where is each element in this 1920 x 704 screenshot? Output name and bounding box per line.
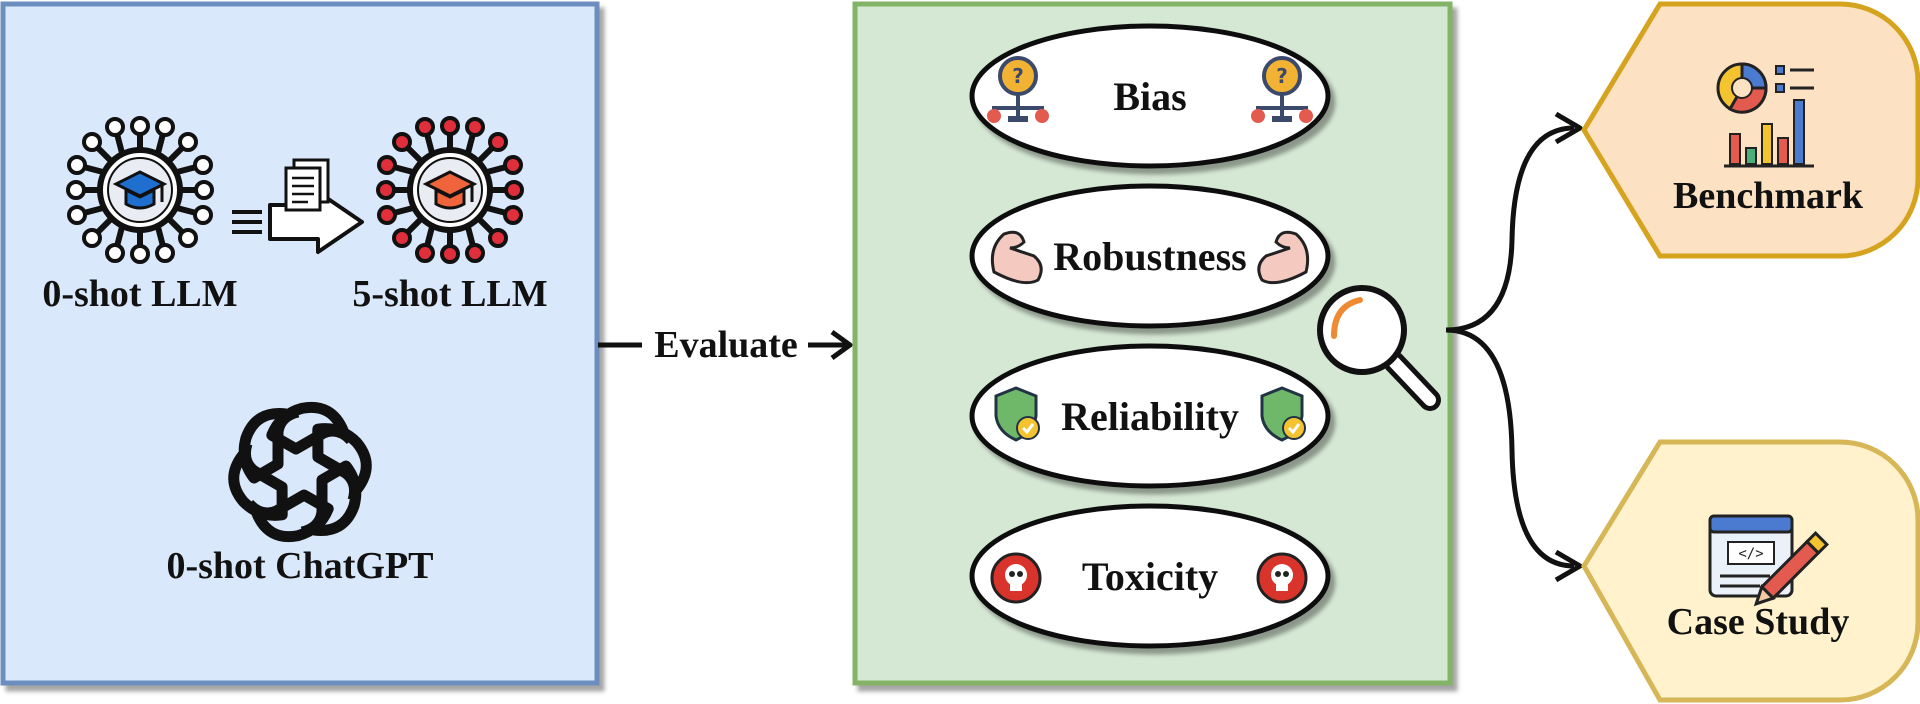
criterion-robustness: Robustness xyxy=(969,183,1331,329)
criterion-label: Bias xyxy=(1113,74,1186,119)
zero-shot-llm-icon xyxy=(66,116,214,264)
evaluate-label: Evaluate xyxy=(654,324,798,366)
scale-question-icon: ? xyxy=(987,56,1049,123)
benchmark-label: Benchmark xyxy=(1673,175,1864,217)
case-study-output: </> Case Study xyxy=(1581,439,1920,703)
code-editor-icon: </> xyxy=(1708,514,1829,607)
skull-icon xyxy=(990,552,1042,604)
case-study-label: Case Study xyxy=(1667,601,1850,643)
few-shot-arrow-icon xyxy=(232,158,364,254)
criteria-panel: ? ? Bias xyxy=(852,1,1453,686)
shield-check-icon xyxy=(1260,386,1306,442)
criterion-label: Reliability xyxy=(1061,394,1239,439)
flexed-arm-icon xyxy=(1257,230,1310,285)
magnifying-glass-icon xyxy=(1317,285,1441,411)
shield-check-icon xyxy=(994,386,1040,442)
svg-text:?: ? xyxy=(1276,64,1288,88)
zero-shot-llm-label: 0-shot LLM xyxy=(42,273,237,315)
svg-text:</>: </> xyxy=(1738,546,1763,562)
zero-shot-chatgpt-label: 0-shot ChatGPT xyxy=(166,545,433,587)
output-connectors xyxy=(1445,111,1583,583)
chart-report-icon xyxy=(1716,62,1814,168)
benchmark-output: Benchmark xyxy=(1581,1,1920,259)
criterion-label: Robustness xyxy=(1053,234,1246,279)
models-panel: 0-shot LLM 5-shot LLM 0-shot ChatGPT xyxy=(0,1,600,686)
scale-question-icon: ? xyxy=(1251,56,1313,123)
evaluate-connector: Evaluate xyxy=(598,324,853,366)
chatgpt-logo-icon xyxy=(220,394,380,551)
criterion-toxicity: Toxicity xyxy=(969,503,1331,649)
five-shot-llm-label: 5-shot LLM xyxy=(352,273,547,315)
criterion-reliability: Reliability xyxy=(969,343,1331,489)
models-panel-box xyxy=(0,1,600,686)
skull-icon xyxy=(1256,552,1308,604)
criterion-label: Toxicity xyxy=(1082,554,1218,599)
flexed-arm-icon xyxy=(990,230,1043,285)
five-shot-llm-icon xyxy=(376,116,524,264)
svg-text:?: ? xyxy=(1012,64,1024,88)
criterion-bias: ? ? Bias xyxy=(969,23,1331,169)
